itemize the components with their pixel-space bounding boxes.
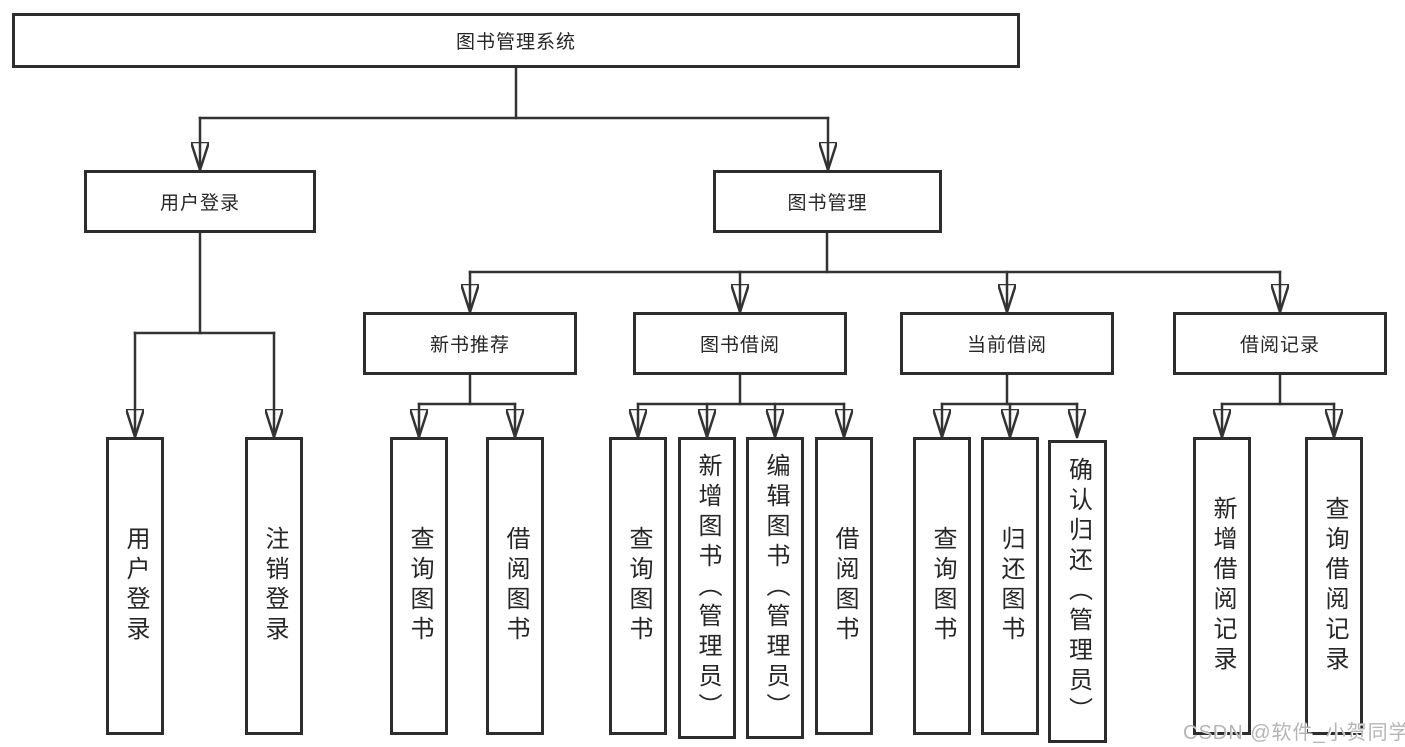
node-edit-book-admin-leaf: 编辑图书（管理员） [746,437,804,739]
node-book-management: 图书管理 [713,170,942,233]
node-return-book-leaf: 归还图书 [981,437,1039,735]
node-book-management-system: 图书管理系统 [12,13,1020,68]
node-borrow-books-leaf: 借阅图书 [486,437,544,735]
node-query-books-leaf: 查询图书 [390,437,448,735]
node-add-book-admin-leaf: 新增图书（管理员） [678,437,736,739]
node-user-login-leaf: 用户登录 [106,437,164,735]
node-logout-leaf: 注销登录 [245,437,303,735]
node-query-books-leaf: 查询图书 [609,437,667,735]
node-book-borrowing: 图书借阅 [633,312,847,375]
node-query-books-leaf: 查询图书 [913,437,971,735]
csdn-watermark: CSDN @软件_小贺同学 [1183,722,1405,744]
node-user-login: 用户登录 [84,170,316,233]
node-borrowing-records: 借阅记录 [1173,312,1387,375]
node-query-borrow-record-leaf: 查询借阅记录 [1305,437,1363,735]
node-borrow-books-leaf: 借阅图书 [815,437,873,735]
node-confirm-return-admin-leaf: 确认归还（管理员） [1048,440,1107,743]
node-current-borrowing: 当前借阅 [900,312,1114,375]
node-add-borrow-record-leaf: 新增借阅记录 [1193,437,1251,735]
node-new-book-recommendation: 新书推荐 [363,312,577,375]
